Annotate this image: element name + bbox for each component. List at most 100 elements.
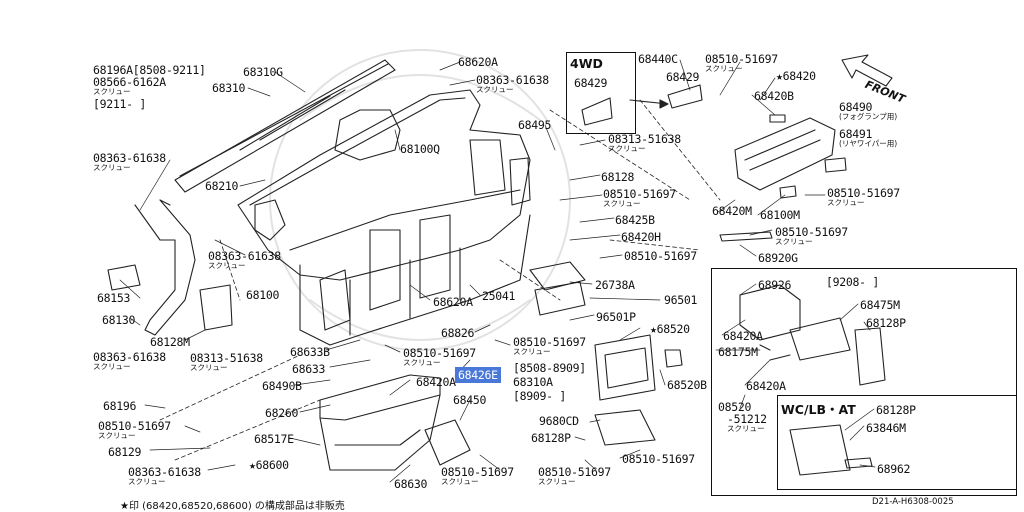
part-number: 68260 <box>265 406 299 420</box>
part-sub-label: スクリュー <box>608 144 646 153</box>
part-label-63846m: 63846M <box>866 422 906 434</box>
part-number: [9211- ] <box>93 97 146 111</box>
wc-box-parts <box>789 424 873 476</box>
part-label-68260: 68260 <box>265 407 298 419</box>
part-label-68491: 68491(リヤワイパー用) <box>839 128 897 148</box>
part-number: 68210 <box>205 179 239 193</box>
part-label-68153: 68153 <box>97 292 130 304</box>
part-number: 68429 <box>666 70 700 84</box>
part-label-68495: 68495 <box>518 119 551 131</box>
part-label-68128p-box: 68128P <box>866 317 906 329</box>
part-number: 68440C <box>638 52 678 66</box>
part-number: 96501 <box>664 293 698 307</box>
part-label-68310: 68310 <box>212 82 245 94</box>
part-number: [8508-8909] <box>513 361 586 375</box>
part-label-96501: 96501 <box>664 294 697 306</box>
part-sub-label: スクリュー <box>190 363 228 372</box>
part-number: 08510-51697 <box>827 186 900 200</box>
part-number: 68100Q <box>400 142 440 156</box>
part-label-68128p-wc: 68128P <box>876 404 916 416</box>
part-label-68490b: 68490B <box>262 380 302 392</box>
part-label-68128p-mid: 68128P <box>531 432 571 444</box>
part-number: 68426E <box>455 367 501 383</box>
part-label-9208: [9208- ] <box>826 276 879 288</box>
part-label-68429-out: 68429 <box>666 71 699 83</box>
part-label-96501p: 96501P <box>596 311 636 323</box>
part-number: 68175M <box>718 345 758 359</box>
part-sub-label: スクリュー <box>538 477 576 486</box>
part-number: 68495 <box>518 118 552 132</box>
part-number: 08363-61638 <box>476 73 549 87</box>
part-number: 68420A <box>723 329 763 343</box>
part-number: 68128P <box>531 431 571 445</box>
part-sub-label: スクリュー <box>403 358 441 367</box>
part-number: 68475M <box>860 298 900 312</box>
part-label-68128m: 68128M <box>150 336 190 348</box>
part-label-68420m: 68420M <box>712 205 752 217</box>
part-number: 68826 <box>441 326 475 340</box>
part-sub-label: スクリュー <box>208 261 246 270</box>
part-label-68196a: 68196A[8508-9211] <box>93 64 206 76</box>
part-label-68100m: 68100M <box>760 209 800 221</box>
part-number: 08363-61638 <box>208 249 281 263</box>
part-label-8909: [8909- ] <box>513 390 566 402</box>
part-label-68520b: 68520B <box>667 379 707 391</box>
glove-box <box>319 374 471 471</box>
part-number: 08510-51697 <box>403 346 476 360</box>
part-number: 08510-51697 <box>775 225 848 239</box>
box-9208 <box>711 268 1017 496</box>
part-number: 68128P <box>876 403 916 417</box>
part-number: 68420A <box>746 379 786 393</box>
part-number: 08510-51697 <box>603 187 676 201</box>
top-trim-strip <box>174 59 396 193</box>
part-number: 68962 <box>877 462 911 476</box>
part-label-68175m: 68175M <box>718 346 758 358</box>
part-sub-label: スクリュー <box>513 347 551 356</box>
part-label-68420a-r: 68420A <box>723 330 763 342</box>
part-label-68440c: 68440C <box>638 53 678 65</box>
part-number: 68310 <box>212 81 246 95</box>
part-label-68420a-mid: 68420A <box>416 376 456 388</box>
part-number: 08510-51697 <box>513 335 586 349</box>
center-console-parts <box>529 261 683 446</box>
part-number: 08363-61638 <box>128 465 201 479</box>
part-label-68100q: 68100Q <box>400 143 440 155</box>
part-number: 08510-51697 <box>441 465 514 479</box>
part-label-68310a: 68310A <box>513 376 553 388</box>
part-label-68630: 68630 <box>394 478 427 490</box>
part-number: 68128M <box>150 335 190 349</box>
part-label-68130: 68130 <box>102 314 135 326</box>
part-label-9211: [9211- ] <box>93 98 146 110</box>
part-label-68520: ★68520 <box>650 323 690 335</box>
part-number: 68425B <box>615 213 655 227</box>
part-number: 68129 <box>108 445 142 459</box>
part-sub-label: スクリュー <box>775 237 813 246</box>
part-number: 08313-51638 <box>190 351 263 365</box>
box-4wd <box>566 52 636 134</box>
part-number: 08363-61638 <box>93 151 166 165</box>
part-label-26738a: 26738A <box>595 279 635 291</box>
part-number: 68310A <box>513 375 553 389</box>
part-label-68962: 68962 <box>877 463 910 475</box>
part-number: 68450 <box>453 393 487 407</box>
footnote: ★印 (68420,68520,68600) の構成部品は非販売 <box>120 501 345 512</box>
part-sub-label: スクリュー <box>128 477 166 486</box>
part-label-08510-f: 08510-51697 <box>622 453 695 465</box>
part-number: 68620A <box>458 55 498 69</box>
part-number: 68130 <box>102 313 136 327</box>
box-9208-parts <box>739 284 886 386</box>
part-number: 68128P <box>866 316 906 330</box>
part-label-68420b: 68420B <box>754 90 794 102</box>
part-label-68310g: 68310G <box>243 66 283 78</box>
part-number: 68920G <box>758 251 798 265</box>
part-label-68450: 68450 <box>453 394 486 406</box>
part-number: 08566-6162A <box>93 75 166 89</box>
